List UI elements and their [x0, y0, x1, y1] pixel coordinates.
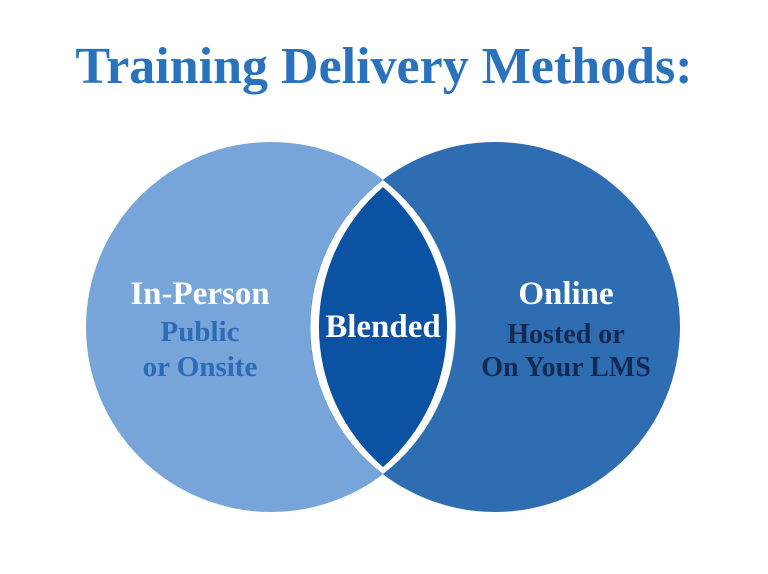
overlap-lens-shape [318, 187, 448, 467]
page-title: Training Delivery Methods: [75, 38, 693, 95]
right-circle-subtext-line2: On Your LMS [481, 352, 651, 383]
left-circle-heading: In-Person [130, 276, 270, 312]
right-circle-subtext: Hosted or On Your LMS [424, 318, 708, 384]
left-circle-subtext: Public or Onsite [58, 315, 342, 385]
left-circle-subtext-line2: or Onsite [142, 351, 258, 383]
left-circle-subtext-line1: Public [160, 316, 240, 348]
right-circle-subtext-line1: Hosted or [507, 319, 625, 350]
overlap-label: Blended [325, 309, 441, 345]
left-circle-label: In-Person Public or Onsite [58, 276, 342, 385]
right-circle-label: Online Hosted or On Your LMS [424, 276, 708, 384]
right-circle-heading: Online [518, 276, 614, 312]
